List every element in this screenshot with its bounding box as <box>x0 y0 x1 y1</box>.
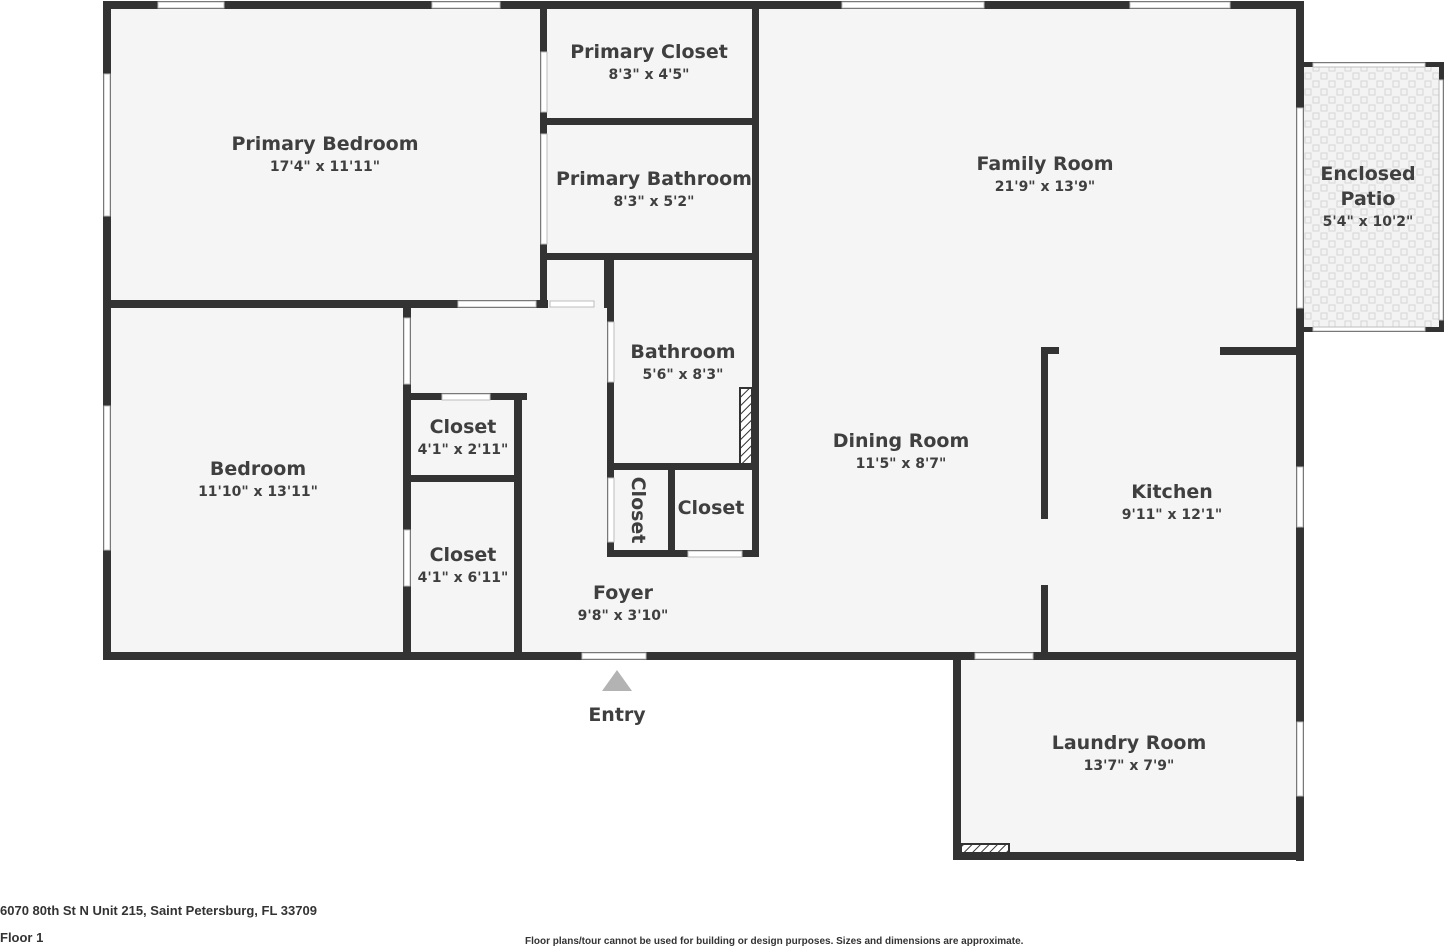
door-gap <box>403 529 411 587</box>
patio-floor <box>1302 66 1440 328</box>
room-dims-bathroom: 5'6" x 8'3" <box>643 367 724 383</box>
room-dims-dining-room: 11'5" x 8'7" <box>856 456 947 472</box>
wall-closet-bath <box>540 118 758 125</box>
room-dims-kitchen: 9'11" x 12'1" <box>1122 507 1222 523</box>
room-dims-enclosed-patio: 5'4" x 10'2" <box>1323 214 1414 230</box>
wall-closets-right <box>514 393 522 660</box>
door-gap <box>607 321 615 383</box>
room-dims-foyer: 9'8" x 3'10" <box>578 608 669 624</box>
window <box>1312 326 1426 332</box>
window <box>1438 79 1444 321</box>
wall-closet-ab <box>403 475 522 482</box>
room-name-closet-b: Closet <box>430 544 497 566</box>
wall-right <box>1296 1 1304 861</box>
window <box>157 1 225 9</box>
door-gap <box>607 477 615 543</box>
wall-closets-bottom <box>607 550 759 557</box>
wall-kitchen-top <box>1220 347 1304 355</box>
room-name-enclosed-patio-line2: Patio <box>1341 188 1396 210</box>
wall-stack-right <box>752 1 759 557</box>
room-name-dining-room: Dining Room <box>833 430 970 452</box>
wall-bedrooms-divider <box>103 300 548 308</box>
window <box>1129 1 1231 9</box>
room-name-bathroom: Bathroom <box>630 341 735 363</box>
floor-fills <box>106 4 1440 856</box>
room-dims-primary-bedroom: 17'4" x 11'11" <box>270 159 380 175</box>
wall-bath2-bottom <box>607 463 757 470</box>
room-dims-closet-b: 4'1" x 6'11" <box>418 570 509 586</box>
main-floor <box>106 4 1300 656</box>
entry-arrow-icon <box>602 670 632 691</box>
room-name-primary-bedroom: Primary Bedroom <box>231 133 418 155</box>
disclaimer-text: Floor plans/tour cannot be used for buil… <box>525 936 1024 947</box>
room-name-family-room: Family Room <box>976 153 1113 175</box>
opening <box>1296 107 1304 309</box>
room-dims-laundry-room: 13'7" x 7'9" <box>1084 758 1175 774</box>
window <box>841 1 985 9</box>
room-name-laundry-room: Laundry Room <box>1052 732 1207 754</box>
room-name-closet-d: Closet <box>678 497 745 519</box>
window <box>431 1 501 9</box>
window <box>1312 62 1426 68</box>
wall-top <box>103 1 1303 9</box>
openings <box>103 1 1444 797</box>
hatched-fixture <box>739 387 753 465</box>
floor-label: Floor 1 <box>0 930 44 945</box>
room-dims-bedroom: 11'10" x 13'11" <box>198 484 318 500</box>
wall-kitchen-b <box>1041 585 1048 660</box>
room-dims-closet-a: 4'1" x 2'11" <box>418 442 509 458</box>
window <box>103 73 111 217</box>
door-gap <box>457 300 537 308</box>
wall-closet-mid <box>668 463 675 557</box>
window <box>103 405 111 551</box>
room-name-primary-bathroom: Primary Bathroom <box>556 168 752 190</box>
room-dims-primary-bathroom: 8'3" x 5'2" <box>614 194 695 210</box>
wall-bath-bottom <box>540 253 758 260</box>
wall-kitchen-a-cap <box>1041 347 1059 354</box>
room-labels: Primary Bedroom 17'4" x 11'11" Primary C… <box>198 41 1416 774</box>
room-name-kitchen: Kitchen <box>1131 481 1213 503</box>
room-name-closet-c: Closet <box>627 477 649 544</box>
wall-left <box>103 1 111 660</box>
room-name-bedroom: Bedroom <box>210 458 306 480</box>
wall-bottom <box>103 652 1303 660</box>
door-gap <box>540 133 548 245</box>
entry-door <box>581 652 647 660</box>
window <box>1296 466 1304 528</box>
wall-laundry-left <box>953 652 961 860</box>
door-gap <box>549 300 595 308</box>
room-name-primary-closet: Primary Closet <box>570 41 728 63</box>
room-name-closet-a: Closet <box>430 416 497 438</box>
door-gap <box>441 393 491 401</box>
door-gap <box>687 550 743 558</box>
door-gap <box>403 317 411 385</box>
window <box>1296 721 1304 797</box>
wall-laundry-bottom <box>953 852 1303 860</box>
room-dims-family-room: 21'9" x 13'9" <box>995 179 1095 195</box>
laundry-floor <box>958 656 1300 856</box>
hatched-fixture <box>960 843 1010 854</box>
wall-kitchen-a <box>1041 347 1048 519</box>
room-name-enclosed-patio-line1: Enclosed <box>1320 163 1415 185</box>
wall-bedroom-right <box>403 308 411 660</box>
door-gap <box>540 51 548 113</box>
entry-label: Entry <box>588 704 646 726</box>
door-gap <box>974 652 1034 660</box>
room-name-foyer: Foyer <box>593 582 654 604</box>
wall-bath2-left <box>607 260 614 557</box>
property-address: 6070 80th St N Unit 215, Saint Petersbur… <box>0 903 317 918</box>
room-dims-primary-closet: 8'3" x 4'5" <box>609 67 690 83</box>
